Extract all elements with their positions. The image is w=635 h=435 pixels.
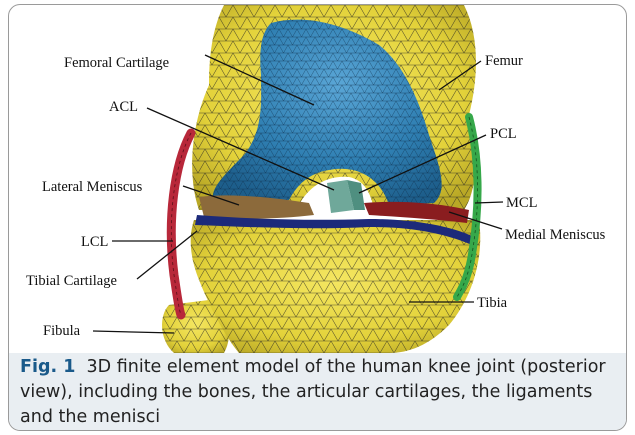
figure-caption: Fig. 1 3D finite element model of the hu… <box>20 355 620 430</box>
label-tibial-cartilage: Tibial Cartilage <box>26 273 117 289</box>
label-femoral-cartilage: Femoral Cartilage <box>64 55 169 71</box>
figure-frame: Femoral Cartilage Femur ACL PCL Lateral … <box>8 4 627 431</box>
lcl-ligament <box>171 133 191 315</box>
label-lateral-meniscus: Lateral Meniscus <box>42 179 143 195</box>
knee-model-figure: Femoral Cartilage Femur ACL PCL Lateral … <box>9 5 627 353</box>
label-tibia: Tibia <box>477 295 508 311</box>
caption-text: 3D finite element model of the human kne… <box>20 357 606 427</box>
label-acl: ACL <box>109 99 138 115</box>
label-pcl: PCL <box>490 126 517 142</box>
leader-fibula <box>93 331 174 333</box>
label-femur: Femur <box>485 53 523 69</box>
caption-figure-label: Fig. 1 <box>20 357 75 377</box>
label-lcl: LCL <box>81 234 108 250</box>
label-mcl: MCL <box>506 195 537 211</box>
tibia-bone <box>191 220 481 353</box>
label-medial-meniscus: Medial Meniscus <box>505 227 606 243</box>
knee-model-illustration: Femoral Cartilage Femur ACL PCL Lateral … <box>9 5 627 353</box>
label-fibula: Fibula <box>43 323 81 339</box>
